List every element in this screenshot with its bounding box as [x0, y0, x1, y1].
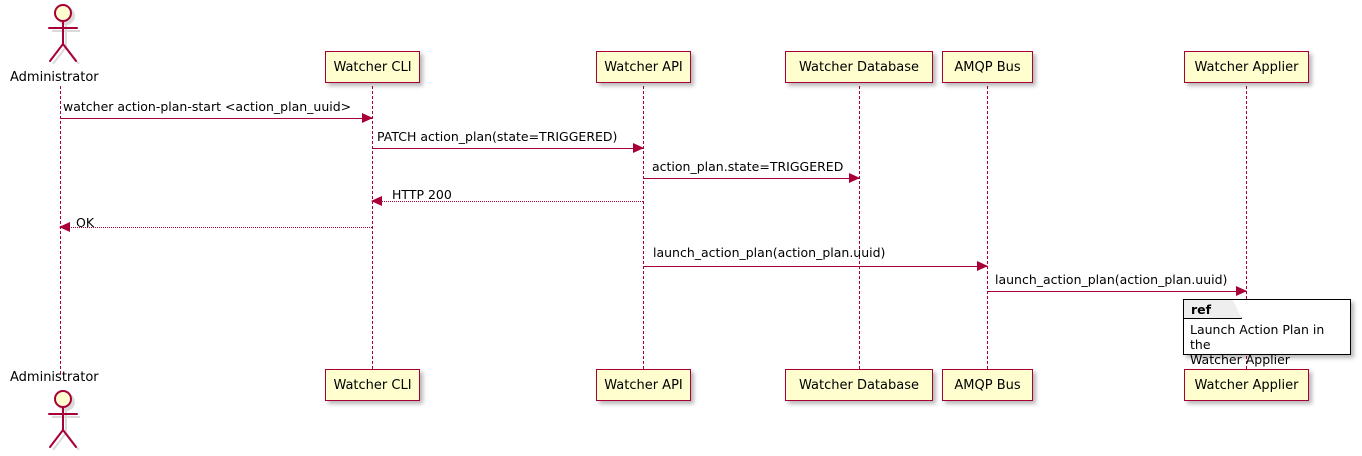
participant-watcher-api-bottom[interactable]: Watcher API: [596, 369, 691, 401]
message-label-action-plan-state-triggered: action_plan.state=TRIGGERED: [652, 159, 844, 174]
message-label-launch-action-plan-to-applier: launch_action_plan(action_plan.uuid): [995, 272, 1228, 287]
ref-fragment[interactable]: ref Launch Action Plan in the Watcher Ap…: [1183, 299, 1351, 367]
lifeline-watcher-database: [859, 86, 860, 369]
actor-figure-icon: [48, 390, 80, 451]
participant-watcher-applier-top[interactable]: Watcher Applier: [1184, 51, 1309, 83]
message-label-watcher-action-plan-start: watcher action-plan-start <action_plan_u…: [63, 99, 352, 114]
ref-fragment-line1: Launch Action Plan in the: [1190, 322, 1325, 352]
participant-watcher-database-bottom[interactable]: Watcher Database: [785, 369, 933, 401]
arrowhead-right-icon: [362, 113, 373, 123]
message-label-http-200: HTTP 200: [392, 187, 452, 202]
message-label-ok: OK: [76, 215, 95, 230]
participant-watcher-database-top[interactable]: Watcher Database: [785, 51, 933, 83]
lifeline-amqp-bus: [987, 86, 988, 369]
participant-watcher-cli-top[interactable]: Watcher CLI: [325, 51, 420, 83]
participant-amqp-bus-top[interactable]: AMQP Bus: [942, 51, 1033, 83]
lifeline-watcher-applier: [1246, 86, 1247, 369]
message-line: [643, 178, 859, 179]
message-line: [987, 291, 1246, 292]
ref-fragment-line2: Watcher Applier: [1190, 352, 1290, 367]
participant-watcher-cli-bottom[interactable]: Watcher CLI: [325, 369, 420, 401]
actor-administrator-bottom: [34, 388, 86, 451]
lifeline-watcher-cli: [372, 86, 373, 369]
actor-administrator-top: [34, 2, 86, 65]
message-line: [372, 148, 643, 149]
arrowhead-right-icon: [977, 261, 988, 271]
ref-fragment-tab: ref: [1184, 300, 1242, 319]
actor-figure-icon: [48, 4, 80, 65]
arrowhead-left-icon: [59, 222, 70, 232]
arrowhead-right-icon: [633, 143, 644, 153]
actor-label-administrator-top: Administrator: [10, 70, 99, 85]
participant-watcher-api-top[interactable]: Watcher API: [596, 51, 691, 83]
arrowhead-left-icon: [371, 196, 382, 206]
participant-watcher-applier-bottom[interactable]: Watcher Applier: [1184, 369, 1309, 401]
message-label-launch-action-plan-to-bus: launch_action_plan(action_plan.uuid): [653, 245, 886, 260]
message-label-patch-action-plan: PATCH action_plan(state=TRIGGERED): [377, 129, 618, 144]
lifeline-watcher-api: [643, 86, 644, 369]
arrowhead-right-icon: [1236, 286, 1247, 296]
message-line: [643, 266, 987, 267]
ref-fragment-body: Launch Action Plan in the Watcher Applie…: [1190, 322, 1346, 367]
participant-amqp-bus-bottom[interactable]: AMQP Bus: [942, 369, 1033, 401]
message-line: [60, 227, 372, 228]
message-line: [372, 201, 643, 202]
actor-label-administrator-bottom: Administrator: [10, 370, 99, 385]
message-line: [60, 118, 372, 119]
arrowhead-right-icon: [849, 173, 860, 183]
